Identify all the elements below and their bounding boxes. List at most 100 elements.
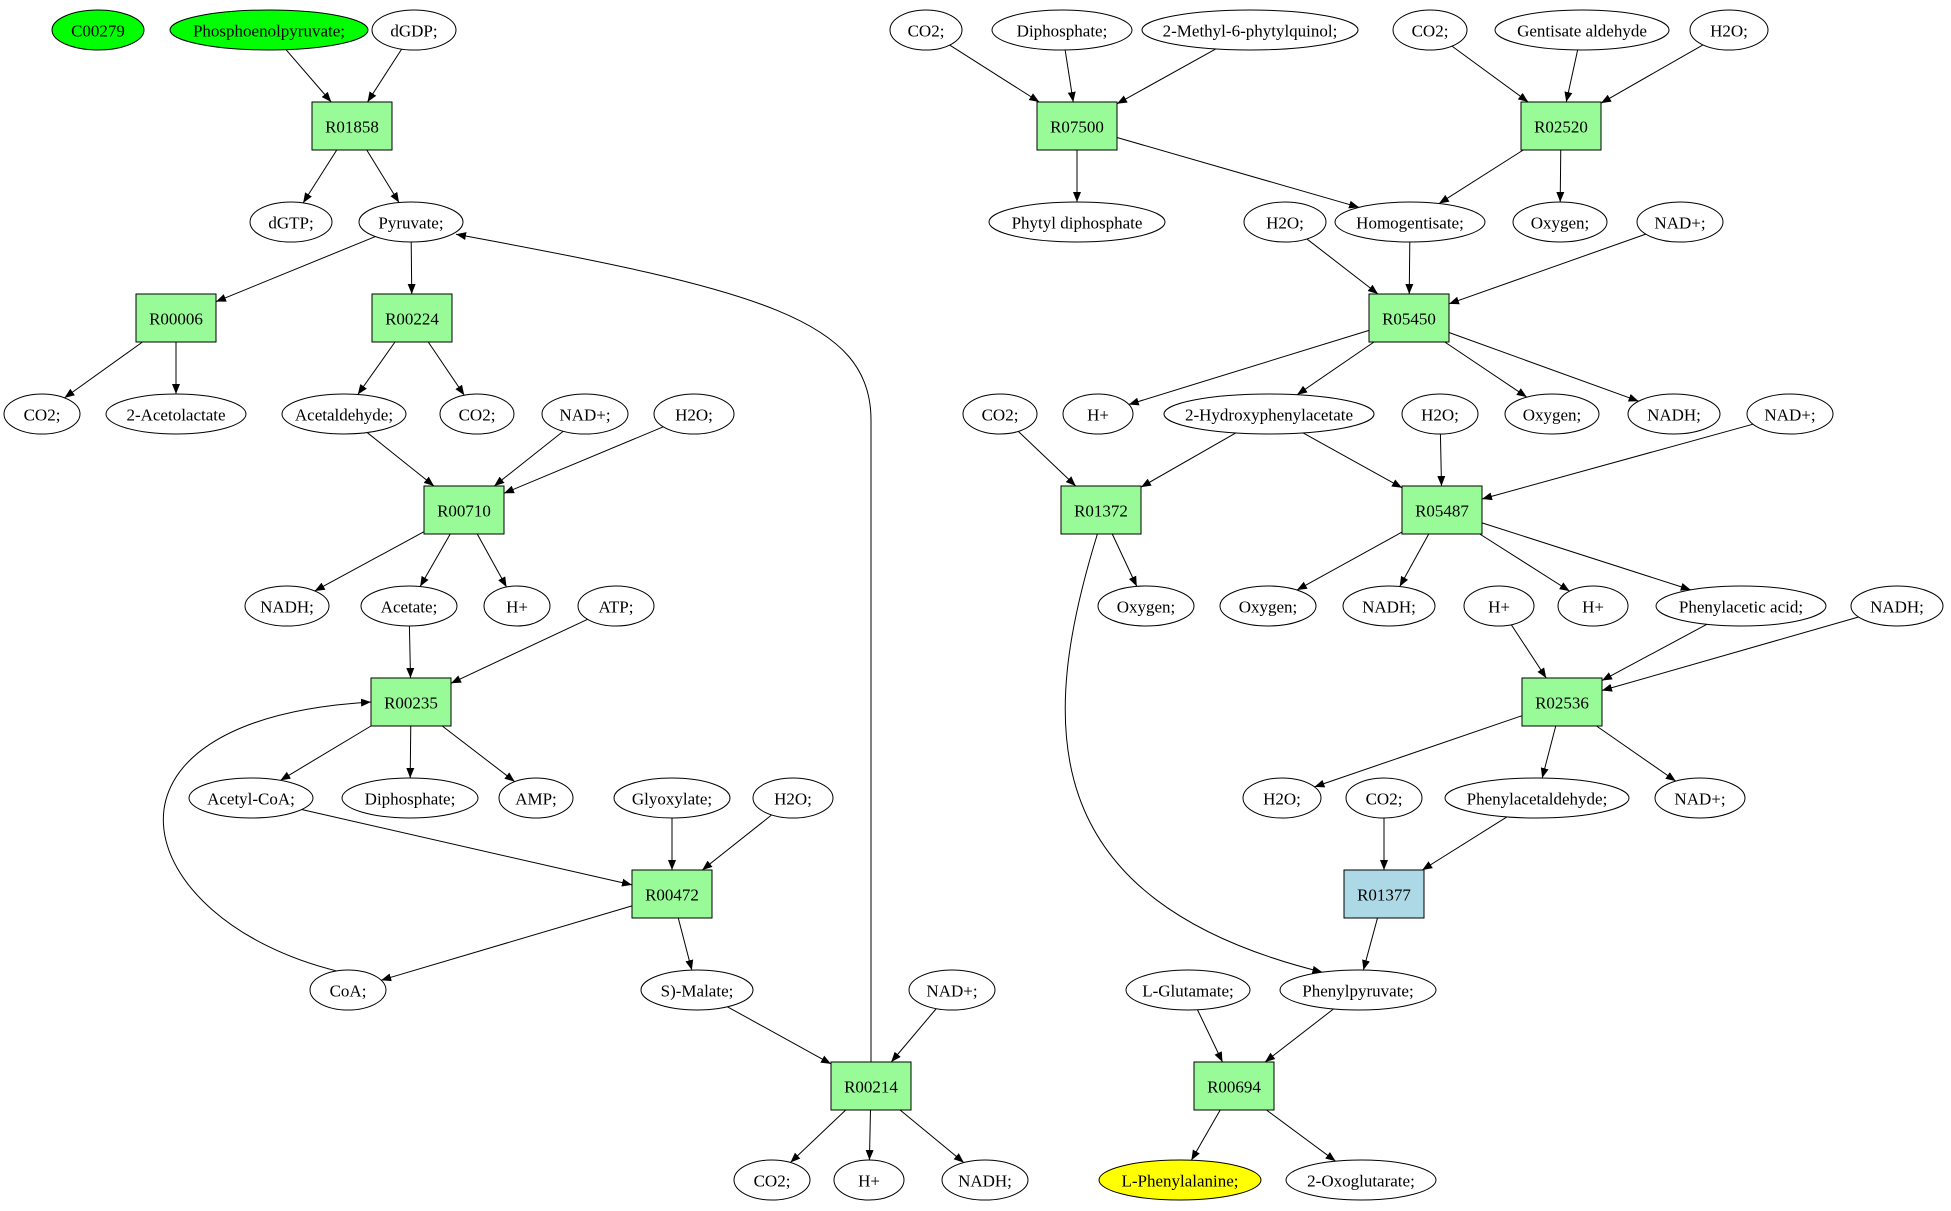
compound-node-pyruvate[interactable]: Pyruvate; — [358, 201, 464, 243]
edge-r01372-to-oxy_c — [1111, 533, 1138, 587]
compound-node-acetolactate[interactable]: 2-Acetolactate — [105, 393, 247, 435]
compound-node-h2o_d[interactable]: H2O; — [1243, 201, 1327, 243]
compound-node-glyoxylate[interactable]: Glyoxylate; — [613, 777, 731, 819]
node-label: Phosphoenolpyruvate; — [193, 22, 345, 41]
compound-node-h2o_b[interactable]: H2O; — [752, 777, 834, 819]
reaction-node-r00694[interactable]: R00694 — [1193, 1061, 1275, 1111]
reaction-node-r02520[interactable]: R02520 — [1520, 101, 1602, 151]
edge-r00472-to-malate — [677, 917, 694, 971]
compound-node-oxy_d[interactable]: Oxygen; — [1219, 585, 1317, 627]
compound-node-lphe[interactable]: L-Phenylalanine; — [1098, 1159, 1262, 1201]
compound-node-nadp_e[interactable]: NAD+; — [1654, 777, 1746, 819]
reaction-node-r00224[interactable]: R00224 — [371, 293, 453, 343]
compound-node-co2_g[interactable]: CO2; — [1345, 777, 1423, 819]
compound-node-oxy_b[interactable]: Oxygen; — [1504, 393, 1600, 435]
compound-node-co2_b[interactable]: CO2; — [439, 393, 515, 435]
compound-node-hp_d[interactable]: H+ — [1463, 585, 1535, 627]
compound-node-dgtp[interactable]: dGTP; — [249, 201, 333, 243]
compound-node-coa[interactable]: CoA; — [309, 969, 387, 1011]
compound-node-h2o_f[interactable]: H2O; — [1242, 777, 1322, 819]
compound-node-oxy_a[interactable]: Oxygen; — [1512, 201, 1608, 243]
compound-node-lglu[interactable]: L-Glutamate; — [1125, 969, 1251, 1011]
compound-node-malate[interactable]: S)-Malate; — [640, 969, 754, 1011]
reaction-node-r00214[interactable]: R00214 — [830, 1061, 912, 1111]
compound-node-hpa[interactable]: 2-Hydroxyphenylacetate — [1163, 393, 1375, 435]
node-label: CO2; — [1412, 22, 1449, 41]
reaction-node-r00710[interactable]: R00710 — [423, 485, 505, 535]
compound-node-co2_e[interactable]: CO2; — [1392, 9, 1468, 51]
compound-node-diph_a[interactable]: Diphosphate; — [341, 777, 479, 819]
compound-node-acetaldehyde[interactable]: Acetaldehyde; — [281, 393, 407, 435]
compound-node-hp_b[interactable]: H+ — [833, 1159, 905, 1201]
compound-node-c00279[interactable]: C00279 — [51, 9, 145, 51]
edge-r01858-to-dgtp — [302, 149, 338, 204]
node-label: CO2; — [982, 406, 1019, 425]
reaction-node-r05487[interactable]: R05487 — [1401, 485, 1483, 535]
compound-node-nadp_c[interactable]: NAD+; — [1636, 201, 1724, 243]
compound-node-atp[interactable]: ATP; — [577, 585, 655, 627]
compound-ellipse — [1141, 9, 1359, 51]
compound-node-nadp_d[interactable]: NAD+; — [1746, 393, 1834, 435]
compound-ellipse — [1163, 393, 1375, 435]
reaction-node-r00235[interactable]: R00235 — [370, 677, 452, 727]
compound-node-phytyl[interactable]: Phytyl diphosphate — [988, 201, 1166, 243]
compound-ellipse — [483, 585, 551, 627]
compound-node-phenpyr[interactable]: Phenylpyruvate; — [1279, 969, 1437, 1011]
compound-node-nadh_e[interactable]: NADH; — [1850, 585, 1944, 627]
edge-co2_d-to-r07500 — [949, 44, 1040, 103]
compound-node-phenald[interactable]: Phenylacetaldehyde; — [1444, 777, 1630, 819]
compound-node-acetate[interactable]: Acetate; — [360, 585, 458, 627]
compound-node-co2_a[interactable]: CO2; — [3, 393, 81, 435]
compound-node-acetylcoa[interactable]: Acetyl-CoA; — [188, 777, 314, 819]
compound-ellipse — [1279, 969, 1437, 1011]
compound-node-hp_e[interactable]: H+ — [1557, 585, 1629, 627]
compound-node-co2_c[interactable]: CO2; — [733, 1159, 811, 1201]
compound-node-pep[interactable]: Phosphoenolpyruvate; — [169, 9, 369, 51]
reaction-node-r01377[interactable]: R01377 — [1343, 869, 1425, 919]
compound-node-diph_b[interactable]: Diphosphate; — [991, 9, 1133, 51]
compound-ellipse — [1392, 9, 1468, 51]
compound-node-amp[interactable]: AMP; — [498, 777, 574, 819]
compound-ellipse — [1504, 393, 1600, 435]
compound-node-dgdp[interactable]: dGDP; — [371, 9, 457, 51]
compound-node-nadp_a[interactable]: NAD+; — [541, 393, 629, 435]
compound-node-co2_f[interactable]: CO2; — [962, 393, 1038, 435]
compound-node-nadh_d[interactable]: NADH; — [1342, 585, 1436, 627]
compound-node-nadh_a[interactable]: NADH; — [244, 585, 330, 627]
compound-node-nadp_b[interactable]: NAD+; — [908, 969, 996, 1011]
compound-node-hp_c[interactable]: H+ — [1062, 393, 1134, 435]
compound-node-nadh_b[interactable]: NADH; — [941, 1159, 1029, 1201]
compound-node-h2o_c[interactable]: H2O; — [1689, 9, 1769, 51]
compound-node-co2_d[interactable]: CO2; — [889, 9, 963, 51]
reaction-node-r01858[interactable]: R01858 — [311, 101, 393, 151]
edge-h2o_d-to-r05450 — [1306, 238, 1379, 295]
compound-ellipse — [988, 201, 1166, 243]
edge-r01858-to-pyruvate — [366, 149, 400, 203]
compound-node-phenacid[interactable]: Phenylacetic acid; — [1655, 585, 1827, 627]
compound-node-oxy_c[interactable]: Oxygen; — [1097, 585, 1195, 627]
node-label: Pyruvate; — [378, 214, 443, 233]
compound-node-gentald[interactable]: Gentisate aldehyde — [1494, 9, 1670, 51]
compound-node-mpq[interactable]: 2-Methyl-6-phytylquinol; — [1141, 9, 1359, 51]
reaction-node-r00006[interactable]: R00006 — [135, 293, 217, 343]
node-label: NAD+; — [1764, 406, 1815, 425]
node-label: R01858 — [325, 118, 379, 137]
compound-node-oxoglut[interactable]: 2-Oxoglutarate; — [1285, 1159, 1437, 1201]
reaction-node-r02536[interactable]: R02536 — [1521, 677, 1603, 727]
compound-ellipse — [1850, 585, 1944, 627]
edge-r07500-to-homogent — [1116, 137, 1360, 209]
reaction-box — [135, 293, 217, 343]
reaction-node-r00472[interactable]: R00472 — [631, 869, 713, 919]
node-label: CoA; — [330, 982, 367, 1001]
compound-node-homogent[interactable]: Homogentisate; — [1334, 201, 1486, 243]
reaction-node-r07500[interactable]: R07500 — [1036, 101, 1118, 151]
compound-node-nadh_c[interactable]: NADH; — [1627, 393, 1721, 435]
reaction-node-r05450[interactable]: R05450 — [1368, 293, 1450, 343]
compound-node-hp_a[interactable]: H+ — [483, 585, 551, 627]
edge-homogent-to-r05450 — [1405, 241, 1414, 295]
compound-node-h2o_a[interactable]: H2O; — [653, 393, 735, 435]
compound-ellipse — [244, 585, 330, 627]
reaction-node-r01372[interactable]: R01372 — [1060, 485, 1142, 535]
compound-ellipse — [1062, 393, 1134, 435]
compound-node-h2o_e[interactable]: H2O; — [1401, 393, 1479, 435]
